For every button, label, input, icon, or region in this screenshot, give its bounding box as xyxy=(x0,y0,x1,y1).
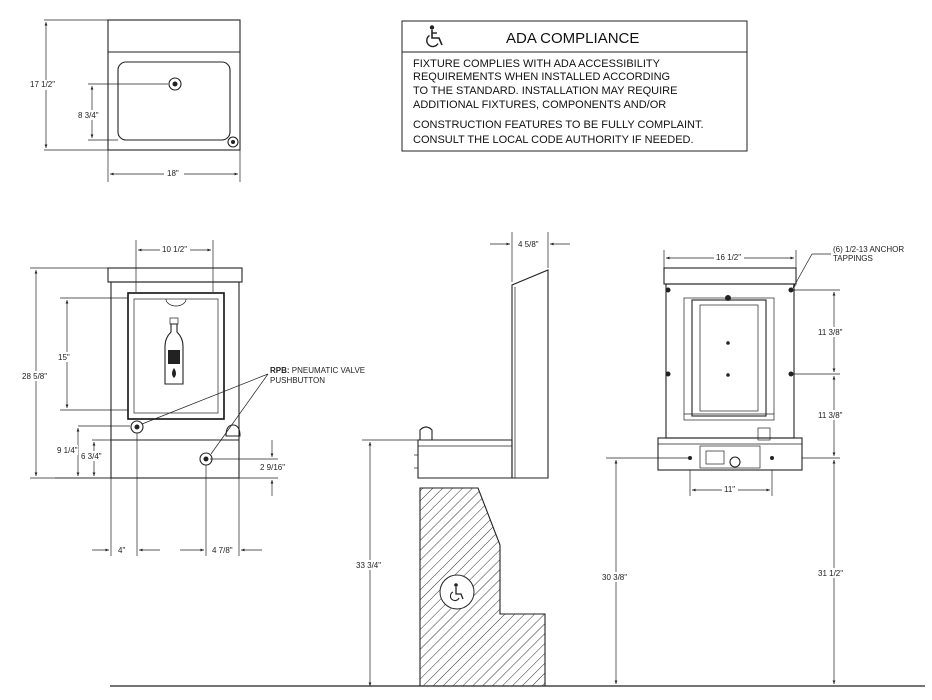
top-view: 17 1/2" 8 3/4" 18" xyxy=(28,19,241,182)
front-lower2-dim: 6 3/4" xyxy=(81,452,102,461)
front-lower1-dim: 9 1/4" xyxy=(57,446,78,455)
front-filler-height-dim: 15" xyxy=(58,353,70,362)
rear-width-dim: 16 1/2" xyxy=(716,253,741,262)
bottle-icon xyxy=(164,317,184,385)
anchor-callout: (6) 1/2-13 ANCHOR xyxy=(833,245,904,254)
ada-title: ADA COMPLIANCE xyxy=(506,30,639,47)
rear-left-height-dim: 30 3/8" xyxy=(602,573,627,582)
rear-upper-dim: 11 3/8" xyxy=(818,328,843,337)
wall-pedestal xyxy=(419,487,546,687)
front-filler-width-dim: 10 1/2" xyxy=(162,245,187,254)
anchor-callout-2: TAPPINGS xyxy=(833,254,873,263)
rear-right-height-dim: 31 1/2" xyxy=(818,569,843,578)
side-view: 4 5/8" 33 3/4" xyxy=(354,232,570,687)
ada-line: CONSULT THE LOCAL CODE AUTHORITY IF NEED… xyxy=(413,134,694,146)
front-view: 10 1/2" 28 5/8" 15" 9 1/4" 6 3/4" 2 9/16… xyxy=(20,240,365,556)
front-overall-height-dim: 28 5/8" xyxy=(22,372,47,381)
svg-text:RPB: PNEUMATIC VALVE: RPB: PNEUMATIC VALVE xyxy=(270,366,365,375)
ada-line: REQUIREMENTS WHEN INSTALLED ACCORDING xyxy=(413,71,670,83)
rpb-desc-2: PUSHBUTTON xyxy=(270,376,325,385)
rear-view: 16 1/2" (6) 1/2-13 ANCHOR TAPPINGS 11 3/… xyxy=(600,245,904,684)
ada-line: ADDITIONAL FIXTURES, COMPONENTS AND/OR xyxy=(413,99,666,111)
top-depth-dim: 17 1/2" xyxy=(30,80,55,89)
accessibility-symbol-icon xyxy=(439,574,475,610)
ada-line: TO THE STANDARD. INSTALLATION MAY REQUIR… xyxy=(413,85,677,97)
rear-bottom-width-dim: 11" xyxy=(724,485,735,494)
side-rim-height-dim: 33 3/4" xyxy=(356,561,381,570)
top-drain-dim: 8 3/4" xyxy=(78,111,99,120)
top-width-dim: 18" xyxy=(167,169,179,178)
rpb-label: RPB: xyxy=(270,366,290,375)
side-projection-dim: 4 5/8" xyxy=(518,240,539,249)
rpb-desc: PNEUMATIC VALVE xyxy=(290,366,366,375)
ada-line: FIXTURE COMPLIES WITH ADA ACCESSIBILITY xyxy=(413,58,661,70)
ada-line: CONSTRUCTION FEATURES TO BE FULLY COMPLA… xyxy=(413,119,704,131)
front-bottom-right-dim: 4 7/8" xyxy=(212,546,233,555)
ada-compliance-box: ADA COMPLIANCE FIXTURE COMPLIES WITH ADA… xyxy=(401,20,748,152)
front-bottom-left-dim: 4" xyxy=(118,546,125,555)
rear-middle-dim: 11 3/8" xyxy=(818,411,843,420)
wheelchair-icon xyxy=(426,25,443,48)
front-right-small-dim: 2 9/16" xyxy=(260,463,285,472)
